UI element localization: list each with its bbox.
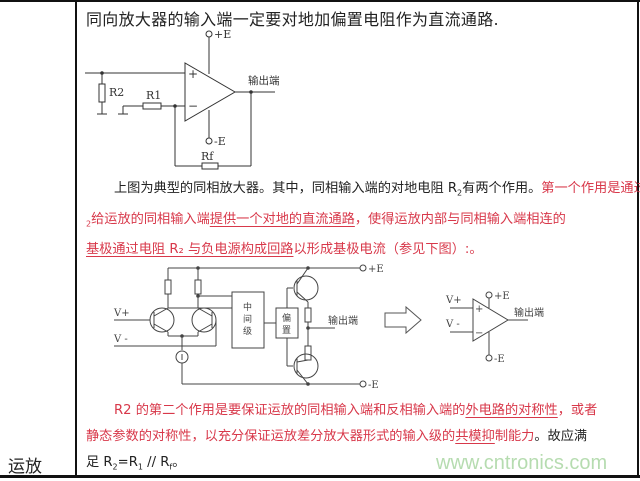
p1-text-8: 以形成基极电流（参见下图）:。 <box>293 242 483 258</box>
p2-underline-2: 共模抑 <box>455 429 495 444</box>
vminus-input-label-3: V - <box>445 319 460 330</box>
r2-label: R2 <box>109 86 124 99</box>
p1-text-1: 上图为典型的同相放大器。其中，同相输入端的对地电阻 R <box>114 181 458 196</box>
output-label-2: 输出端 <box>328 314 358 327</box>
middle-stage-char-1: 中 <box>243 301 252 313</box>
middle-stage-char-3: 级 <box>243 325 252 337</box>
p1-text-6: ，使得运放内部与同相输入端相连的 <box>354 211 566 227</box>
p1-underline-2: 基极通过电阻 R₂ 与负电源构成回路 <box>86 242 294 258</box>
supply-negative-label: -E <box>214 135 226 148</box>
bias-char-2: 置 <box>282 325 291 336</box>
p1-text-2: 有两个作用。 <box>462 181 542 196</box>
p1-line2: 2给运放的同相输入端提供一个对地的直流通路，使得运放内部与同相输入端相连的 <box>86 211 566 229</box>
p1-sub-2: 2 <box>86 219 92 229</box>
vminus-input-label: V - <box>113 334 128 345</box>
section-heading: 同向放大器的输入端一定要对地加偏置电阻作为直流通路. <box>86 10 499 29</box>
supply-positive-label: +E <box>214 28 231 41</box>
watermark: www.cntronics.com <box>436 452 608 474</box>
minus-input-label: − <box>188 99 198 113</box>
p1-sub-1: 2 <box>457 188 463 198</box>
supply-negative-label-3: -E <box>494 354 505 365</box>
bias-char-1: 偏 <box>282 312 291 324</box>
supply-negative-label-2: -E <box>368 380 379 391</box>
table-border-right <box>637 0 639 478</box>
column-divider <box>75 0 77 478</box>
p2-l3: 足 R2=R1 // Rf。 <box>86 455 186 472</box>
opamp-internal-structure-diagram: V+ V - 中 间 级 偏 置 输出端 +E -E <box>113 264 384 391</box>
p2-l1-b: 外电路的对称性 <box>465 403 558 418</box>
r1-label: R1 <box>146 89 161 102</box>
p1-underline-1: 提供一个对地的直流通路 <box>209 211 355 227</box>
row-label: 运放 <box>8 457 42 477</box>
p2-l2-end: 。故应满 <box>534 429 588 444</box>
output-label: 输出端 <box>248 74 280 87</box>
table-border-top <box>0 0 640 2</box>
minus-input-label-3: − <box>475 328 483 339</box>
rf-label: Rf <box>201 150 214 163</box>
plus-input-label: + <box>188 67 198 81</box>
paragraph-first-role: 上图为典型的同相放大器。其中，同相输入端的对地电阻 R2有两个作用。第一个作用是… <box>86 176 640 263</box>
p2-l1-c: ，或者 <box>557 403 598 418</box>
p1-line3: 基极通过电阻 R₂ 与负电源构成回路以形成基极电流（参见下图）:。 <box>86 242 483 257</box>
vplus-input-label-3: V+ <box>445 295 462 306</box>
p1-text-3: 第一个作用是通过电阻 R <box>541 181 640 196</box>
p2-l1-a: R2 的第二个作用是要保证运放的同相输入端和反相输入端的 <box>114 403 466 418</box>
plus-input-label-3: + <box>475 304 483 315</box>
output-label-3: 输出端 <box>514 306 544 319</box>
opamp-symbol-diagram: +E -E V+ V - 输出端 + − <box>445 291 544 365</box>
p2-l2-a: 静态参数的对称性，以充分保证运放差分放大器形式的输入级的 <box>86 429 456 444</box>
p1-text-4: 给运放的同相输入端 <box>91 211 210 227</box>
table-border-bottom <box>0 475 640 478</box>
right-arrow-icon <box>384 305 422 335</box>
supply-positive-label-3: +E <box>494 291 510 302</box>
middle-stage-char-2: 间 <box>243 313 252 325</box>
supply-positive-label-2: +E <box>368 264 384 275</box>
non-inverting-amplifier-diagram: +E -E 输出端 R2 R1 Rf + − <box>85 28 280 170</box>
vplus-input-label: V+ <box>113 308 130 319</box>
p2-text-5: 制能力 <box>494 429 535 444</box>
p2-lines: R2 的第二个作用是要保证运放的同相输入端和反相输入端的外电路的对称性，或者 静… <box>86 398 632 481</box>
